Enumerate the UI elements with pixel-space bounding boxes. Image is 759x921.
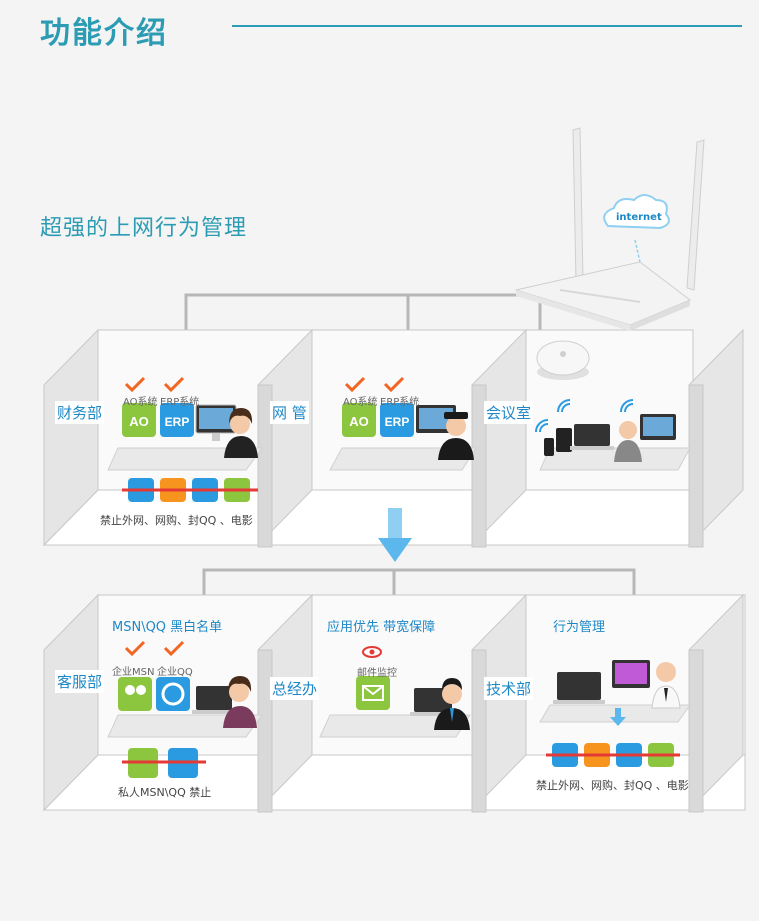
room-label-tech: 技术部 <box>484 677 534 700</box>
tag-erp-system: ERP系统 <box>160 397 200 408</box>
svg-text:ERP: ERP <box>385 415 410 429</box>
senior-user-icon <box>614 421 642 462</box>
header-divider <box>232 25 742 27</box>
tag-email-monitor: 邮件监控 <box>357 668 397 679</box>
section-subtitle: 超强的上网行为管理 <box>40 216 248 241</box>
laptop-icon <box>553 672 605 704</box>
manager-user-icon <box>434 678 470 730</box>
tag-enterprise-msn: 企业MSN <box>112 667 155 678</box>
tag-ao-system: AO系统 <box>343 397 378 408</box>
bottom-connections <box>202 568 636 595</box>
blocked-msn-qq-icons <box>122 748 206 778</box>
internet-cloud-icon <box>603 194 670 263</box>
pilot-user-icon <box>438 412 474 460</box>
down-arrow-icon <box>610 708 626 726</box>
internet-label: internet <box>616 212 662 223</box>
monitor-icon <box>612 660 650 688</box>
erp-system-icon: ERP <box>380 403 414 437</box>
qq-icon <box>156 677 190 711</box>
checkmark-icon <box>344 376 405 393</box>
wifi-icon <box>535 399 634 433</box>
caption-app-priority: 应用优先 带宽保障 <box>327 620 436 635</box>
monitor-icon <box>195 404 237 441</box>
finance-restriction-note: 禁止外网、网购、封QQ 、电影 <box>100 514 253 527</box>
ao-system-icon: AO <box>342 403 376 437</box>
ao-system-icon: AO <box>122 403 156 437</box>
top-connections <box>184 293 542 330</box>
room-label-gm-office: 总经办 <box>270 677 320 700</box>
svg-text:AO: AO <box>129 414 149 429</box>
blocked-apps-icons-2 <box>546 743 680 767</box>
female-user-icon <box>224 408 258 458</box>
laptop-icon <box>192 686 236 714</box>
eye-icon <box>362 646 382 658</box>
room-label-meeting: 会议室 <box>484 401 534 424</box>
email-icon <box>356 676 390 710</box>
tech-restriction-note: 禁止外网、网购、封QQ 、电影 <box>536 779 689 792</box>
router-icon <box>514 127 705 331</box>
customer-service-restriction-note: 私人MSN\QQ 禁止 <box>118 786 212 799</box>
tech-user-icon <box>651 662 681 709</box>
caption-blackwhite-list: MSN\QQ 黑白名单 <box>112 620 223 635</box>
msn-icon <box>118 677 152 711</box>
headset-user-icon <box>223 676 257 728</box>
blocked-apps-icons-1 <box>122 478 258 502</box>
flow-arrow-icon <box>378 508 412 562</box>
bottom-row-rooms <box>42 593 746 813</box>
devices-icon <box>544 414 676 456</box>
room-label-customer-service: 客服部 <box>55 670 105 693</box>
page-title: 功能介绍 <box>40 16 168 51</box>
svg-text:AO: AO <box>349 414 369 429</box>
erp-system-icon: ERP <box>160 403 194 437</box>
checkmark-icon <box>124 640 185 657</box>
tag-erp-system: ERP系统 <box>380 397 420 408</box>
room-label-finance: 财务部 <box>55 401 105 424</box>
room-label-netadmin: 网 管 <box>270 401 309 424</box>
caption-behavior-management: 行为管理 <box>553 620 606 635</box>
svg-text:ERP: ERP <box>165 415 190 429</box>
checkmark-icon <box>124 376 185 393</box>
wireless-ap-icon <box>536 340 590 380</box>
tag-ao-system: AO系统 <box>123 397 158 408</box>
tag-enterprise-qq: 企业QQ <box>157 667 193 678</box>
